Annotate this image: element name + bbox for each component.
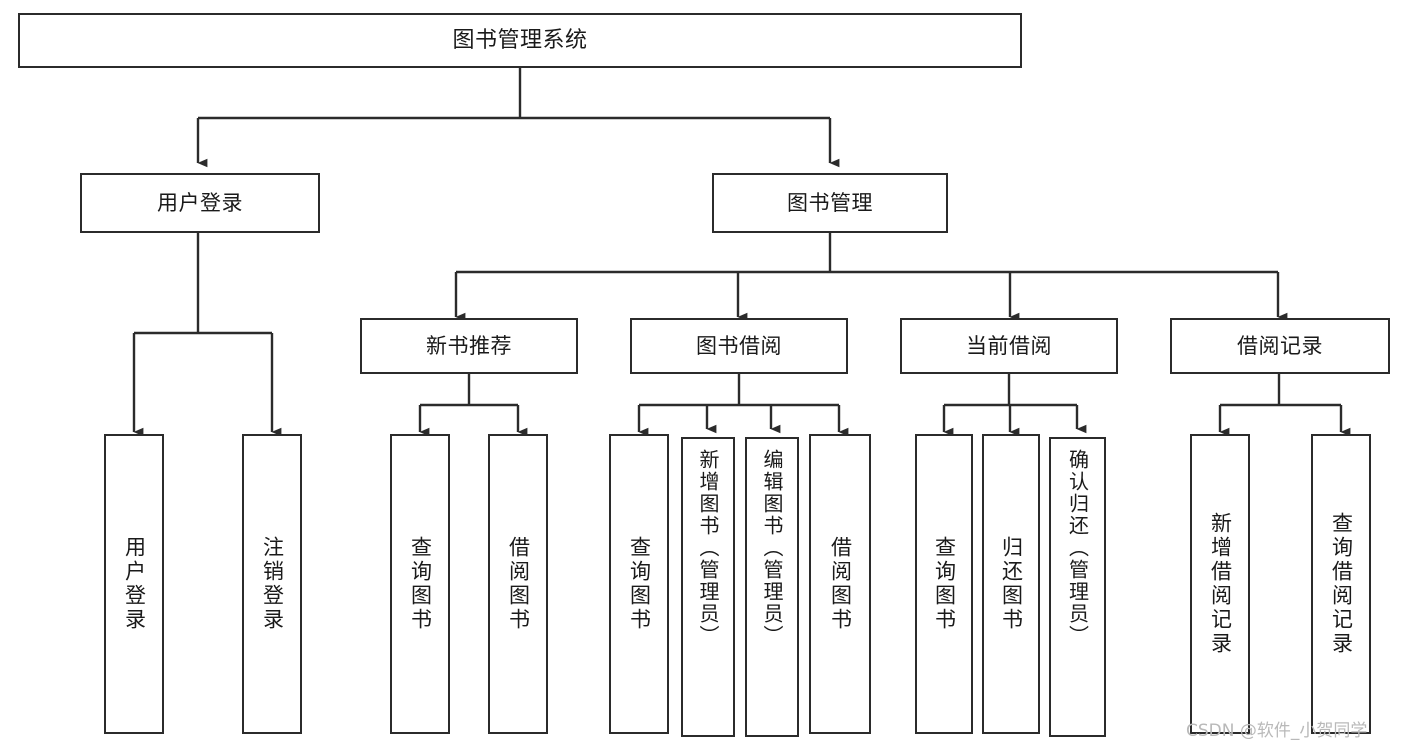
leaf-borrow-book-recommend[interactable]: 借阅图书 (488, 434, 548, 734)
node-label: 查询图书 (932, 536, 957, 632)
node-label: 编辑图书（管理员） (760, 449, 784, 647)
node-new-book-recommend[interactable]: 新书推荐 (360, 318, 578, 374)
node-user-login[interactable]: 用户登录 (80, 173, 320, 233)
node-label: 归还图书 (999, 536, 1024, 632)
csdn-watermark: CSDN @软件_小贺同学 (1186, 721, 1368, 741)
node-label: 用户登录 (122, 536, 147, 632)
leaf-query-book-borrow[interactable]: 查询图书 (609, 434, 669, 734)
leaf-return-book[interactable]: 归还图书 (982, 434, 1040, 734)
leaf-query-book-recommend[interactable]: 查询图书 (390, 434, 450, 734)
node-label: 注销登录 (260, 536, 285, 632)
leaf-confirm-return-admin[interactable]: 确认归还（管理员） (1049, 437, 1106, 737)
leaf-borrow-book-borrow[interactable]: 借阅图书 (809, 434, 871, 734)
node-root-book-management-system[interactable]: 图书管理系统 (18, 13, 1022, 68)
node-label: 图书管理系统 (452, 27, 588, 53)
leaf-edit-book-admin[interactable]: 编辑图书（管理员） (745, 437, 799, 737)
node-label: 新增图书（管理员） (696, 449, 720, 647)
node-label: 借阅图书 (828, 536, 853, 632)
node-label: 借阅图书 (506, 536, 531, 632)
node-label: 借阅记录 (1237, 333, 1323, 358)
node-label: 查询借阅记录 (1329, 512, 1354, 656)
node-current-borrow[interactable]: 当前借阅 (900, 318, 1118, 374)
node-label: 新书推荐 (426, 333, 512, 358)
node-label: 查询图书 (627, 536, 652, 632)
node-book-management[interactable]: 图书管理 (712, 173, 948, 233)
node-label: 用户登录 (157, 190, 243, 215)
node-label: 新增借阅记录 (1208, 512, 1233, 656)
node-label: 当前借阅 (966, 333, 1052, 358)
node-label: 确认归还（管理员） (1065, 449, 1090, 647)
leaf-user-login[interactable]: 用户登录 (104, 434, 164, 734)
node-label: 查询图书 (408, 536, 433, 632)
node-label: 图书借阅 (696, 333, 782, 358)
node-label: 图书管理 (787, 190, 873, 215)
leaf-query-borrow-record[interactable]: 查询借阅记录 (1311, 434, 1371, 734)
leaf-add-book-admin[interactable]: 新增图书（管理员） (681, 437, 735, 737)
leaf-logout-login[interactable]: 注销登录 (242, 434, 302, 734)
leaf-add-borrow-record[interactable]: 新增借阅记录 (1190, 434, 1250, 734)
node-book-borrow[interactable]: 图书借阅 (630, 318, 848, 374)
node-borrow-record[interactable]: 借阅记录 (1170, 318, 1390, 374)
leaf-query-book-current[interactable]: 查询图书 (915, 434, 973, 734)
